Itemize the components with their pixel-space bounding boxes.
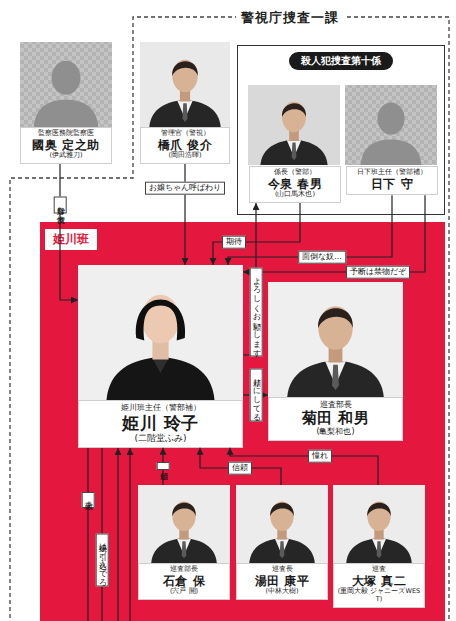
character-name: 石倉 保 — [141, 574, 227, 588]
name-plate: 巡査大塚 真二(重岡大毅 ジャニーズWEST) — [333, 563, 425, 608]
name-plate: 姫川班主任（警部補）姫川 玲子(二階堂ふみ) — [78, 400, 243, 448]
actor-name: (二階堂ふみ) — [81, 433, 240, 444]
placeholder-photo — [20, 42, 112, 127]
silhouette — [361, 103, 422, 165]
rank-title: 監察医務院監察医 — [23, 130, 109, 138]
section-box: 殺人犯捜査第十係係長（警部）今泉 春男(山口馬木也)日下班主任（警部補）日下 守 — [237, 45, 445, 215]
relation-arrow — [243, 394, 268, 395]
team-title: 姫川班 — [45, 229, 97, 250]
name-plate: 係長（警部）今泉 春男(山口馬木也) — [249, 166, 341, 203]
actor-name: (中林大樹) — [239, 588, 325, 596]
actor-name: (宍戸 開) — [141, 588, 227, 596]
character-name: 菊田 和男 — [271, 409, 400, 427]
rank-title: 巡査部長 — [141, 566, 227, 574]
rank-title: 巡査 — [336, 566, 422, 574]
character-card: 管理官（警視）橋爪 俊介(岡田浩暉) — [140, 42, 230, 164]
portrait-photo — [268, 282, 403, 397]
relation-arrow — [184, 164, 185, 265]
portrait-figure — [149, 60, 220, 127]
relation-label: 奇妙な友情 — [54, 197, 67, 214]
character-name: 湯田 康平 — [239, 574, 325, 588]
team-box: 姫川班姫川班主任（警部補）姫川 玲子(二階堂ふみ)巡査部長菊田 和男(亀梨和也)… — [40, 222, 445, 621]
portrait-figure — [346, 501, 412, 563]
name-plate: 管理官（警視）橋爪 俊介(岡田浩暉) — [140, 127, 230, 164]
actor-name: (亀梨和也) — [271, 427, 400, 437]
relation-arrow — [60, 164, 78, 300]
actor-name: (山口馬木也) — [252, 191, 338, 199]
frame-title: 警視庁捜査一課 — [236, 9, 344, 27]
offpage-line — [87, 448, 88, 621]
rank-title: 巡査部長 — [271, 400, 400, 409]
relation-arrow — [228, 195, 392, 265]
silhouette — [34, 61, 99, 127]
character-name: 姫川 玲子 — [81, 413, 240, 433]
name-plate: 巡査部長石倉 保(宍戸 開) — [138, 563, 230, 600]
portrait-photo — [138, 485, 230, 563]
relation-arrow — [162, 448, 163, 485]
name-plate: 巡査部長菊田 和男(亀梨和也) — [268, 397, 403, 441]
character-card: 日下班主任（警部補）日下 守 — [346, 86, 438, 195]
relation-arrow — [243, 195, 425, 272]
portrait-photo — [78, 265, 243, 400]
character-card: 巡査大塚 真二(重岡大毅 ジャニーズWEST) — [333, 485, 425, 608]
rank-title: 係長（警部） — [252, 169, 338, 177]
portrait-photo — [333, 485, 425, 563]
portrait-figure — [151, 501, 217, 563]
character-name: 大塚 真二 — [336, 574, 422, 588]
relation-arrow — [243, 203, 256, 355]
portrait-figure — [249, 501, 315, 563]
placeholder-photo — [345, 85, 437, 165]
portrait-figure — [287, 306, 384, 397]
character-name: 橋爪 俊介 — [143, 138, 227, 152]
character-card: 監察医務院監察医國奥 定之助(伊武雅刀) — [20, 42, 112, 164]
offpage-arrow — [129, 448, 130, 621]
lead-character-card: 姫川班主任（警部補）姫川 玲子(二階堂ふみ) — [78, 265, 243, 448]
rank-title: 管理官（警視） — [143, 130, 227, 138]
portrait-photo — [140, 42, 230, 127]
character-card: 巡査部長菊田 和男(亀梨和也) — [268, 282, 403, 441]
portrait-photo — [236, 485, 328, 563]
dashed-frame-line — [10, 17, 449, 621]
rank-title: 日下班主任（警部補） — [349, 169, 435, 177]
actor-name: (伊武雅刀) — [23, 152, 109, 160]
portrait-figure — [107, 295, 215, 400]
rank-title: 巡査長 — [239, 566, 325, 574]
offpage-line — [101, 448, 102, 621]
relation-arrow — [200, 448, 281, 485]
character-name: 日下 守 — [349, 177, 435, 191]
character-name: 今泉 春男 — [252, 177, 338, 191]
character-card: 巡査長湯田 康平(中林大樹) — [236, 485, 328, 600]
relation-arrow — [230, 448, 378, 485]
portrait-photo — [248, 85, 340, 165]
character-name: 國奥 定之助 — [23, 138, 109, 152]
relation-arrow — [213, 203, 300, 265]
name-plate: 巡査長湯田 康平(中林大樹) — [236, 563, 328, 600]
section-title: 殺人犯捜査第十係 — [289, 52, 393, 70]
offpage-arrow — [117, 448, 118, 621]
character-card: 係長（警部）今泉 春男(山口馬木也) — [249, 86, 341, 203]
actor-name: (重岡大毅 ジャニーズWEST) — [336, 588, 422, 604]
name-plate: 日下班主任（警部補）日下 守 — [346, 166, 438, 195]
actor-name: (岡田浩暉) — [143, 152, 227, 160]
rank-title: 姫川班主任（警部補） — [81, 403, 240, 413]
portrait-figure — [260, 102, 327, 165]
name-plate: 監察医務院監察医國奥 定之助(伊武雅刀) — [20, 127, 112, 164]
relation-label: お嬢ちゃん呼ばわり — [145, 182, 225, 195]
character-card: 巡査部長石倉 保(宍戸 開) — [138, 485, 230, 600]
